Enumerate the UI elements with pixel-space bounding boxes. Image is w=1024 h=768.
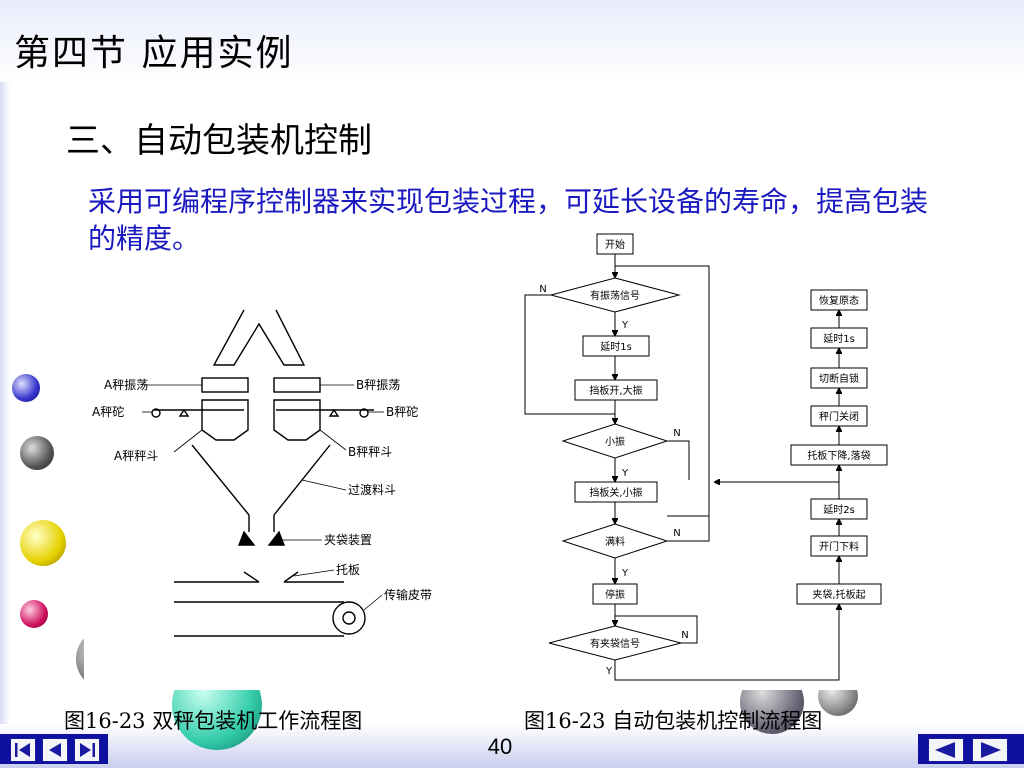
label-clamp: 夹袋装置 (324, 533, 372, 547)
left-figure-caption: 图16-23 双秤包装机工作流程图 (64, 709, 363, 733)
left-strip (0, 82, 10, 768)
gray-ball-decoration (20, 436, 54, 470)
branch-n-1: N (539, 284, 546, 295)
last-slide-icon (80, 743, 95, 757)
control-flowchart: 开始 有振荡信号 延时1s 挡板开,大振 小振 挡板关,小振 满料 停振 有夹袋… (503, 228, 896, 690)
node-cut-lock: 切断自锁 (819, 372, 859, 385)
previous-button[interactable] (928, 738, 964, 762)
node-clamp-lift: 夹袋,托板起 (812, 588, 865, 601)
prev-icon (49, 743, 61, 757)
blue-ball-decoration (12, 374, 40, 402)
node-delay1-right: 延时1s (823, 333, 855, 345)
right-figure-caption: 图16-23 自动包装机控制流程图 (524, 709, 823, 733)
yellow-ball-decoration (20, 520, 66, 566)
pink-ball-decoration (20, 600, 48, 628)
label-a-weight: A秤砣 (92, 404, 124, 419)
node-delay2: 延时2s (823, 504, 855, 516)
footer-band (0, 724, 1024, 768)
branch-y-4: Y (605, 666, 613, 677)
node-bag-signal: 有夹袋信号 (590, 637, 640, 650)
next-button[interactable] (972, 738, 1008, 762)
forward-arrow-icon (981, 742, 1001, 758)
node-start: 开始 (605, 238, 625, 251)
first-slide-icon (15, 743, 30, 757)
packer-diagram: A秤振荡 B秤振荡 A秤砣 B秤砣 A秤秤斗 B秤秤斗 过渡料斗 夹袋装置 托板… (84, 300, 456, 690)
branch-y-1: Y (621, 320, 629, 331)
branch-y-3: Y (621, 568, 629, 579)
intro-paragraph: 采用可编程序控制器来实现包装过程，可延长设备的寿命，提高包装的精度。 (88, 185, 929, 255)
node-stop-vib: 停振 (605, 588, 625, 601)
node-close-small: 挡板关,小振 (589, 486, 642, 499)
node-door-open: 开门下料 (819, 540, 859, 553)
subtitle: 三、自动包装机控制 (66, 121, 372, 161)
prev-slide-button[interactable] (42, 738, 68, 762)
first-slide-button[interactable] (10, 738, 36, 762)
node-delay1: 延时1s (600, 341, 632, 353)
label-a-vibrate: A秤振荡 (104, 378, 148, 392)
label-b-hopper: B秤秤斗 (348, 445, 392, 459)
page-number: 40 (487, 734, 513, 759)
section-title: 第四节 应用实例 (14, 33, 294, 74)
branch-n-2: N (673, 428, 680, 439)
node-small-vib: 小振 (605, 435, 625, 448)
label-b-vibrate: B秤振荡 (356, 378, 400, 392)
back-arrow-icon (935, 742, 955, 758)
branch-n-3: N (673, 528, 680, 539)
label-belt: 传输皮带 (384, 587, 432, 602)
node-vib-signal: 有振荡信号 (590, 289, 640, 302)
branch-n-4: N (681, 630, 688, 641)
node-open-big: 挡板开,大振 (589, 384, 642, 397)
label-plate: 托板 (336, 563, 360, 577)
node-plate-down: 托板下降,落袋 (807, 449, 870, 462)
last-slide-button[interactable] (74, 738, 100, 762)
label-b-weight: B秤砣 (386, 404, 418, 419)
label-transition: 过渡料斗 (348, 482, 396, 497)
node-door-close: 秤门关闭 (819, 410, 859, 423)
node-restore: 恢复原态 (819, 294, 859, 307)
branch-y-2: Y (621, 468, 629, 479)
node-full: 满料 (605, 535, 625, 548)
label-a-hopper: A秤秤斗 (114, 449, 158, 463)
header-band (0, 0, 1024, 82)
